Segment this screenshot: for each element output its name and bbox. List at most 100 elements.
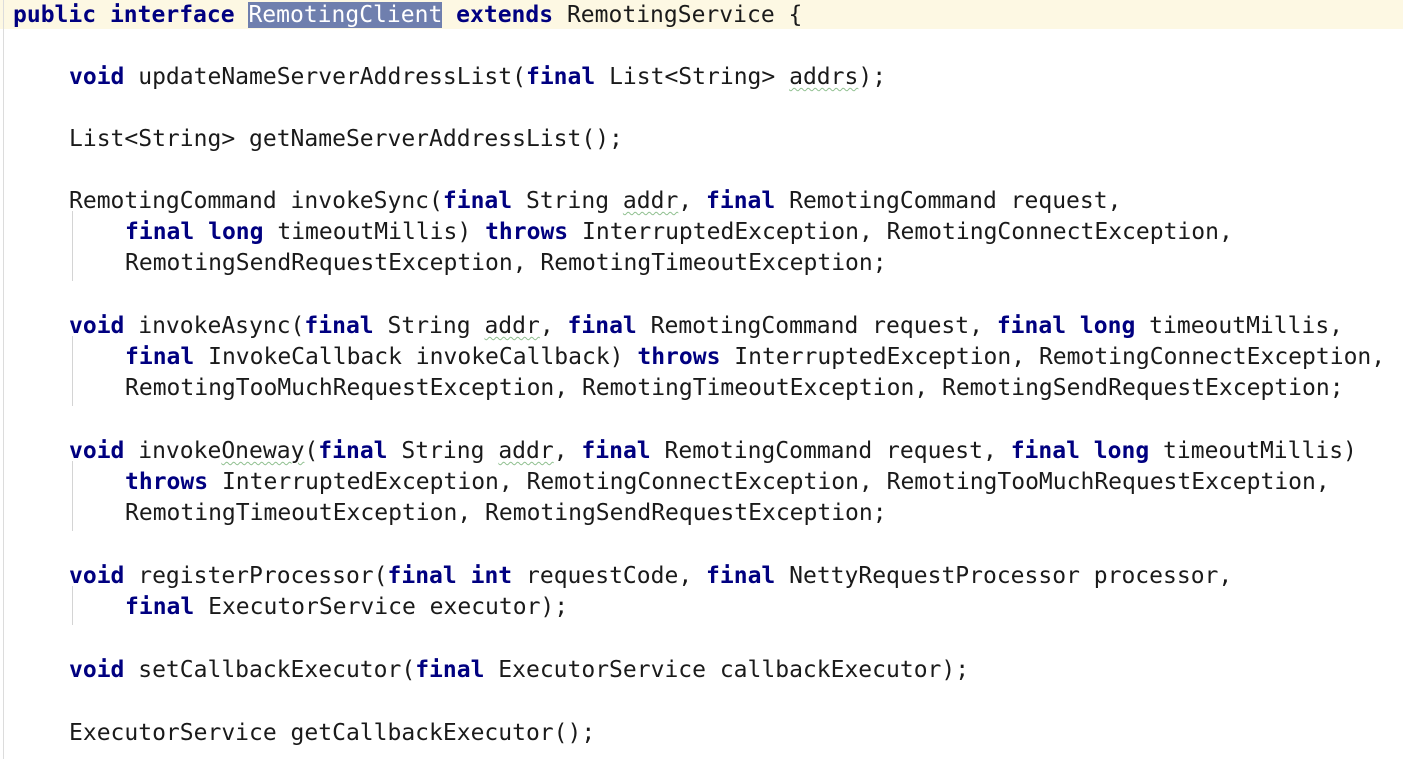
code-token: , (553, 438, 582, 464)
code-token: RemotingCommand invokeSync( (69, 188, 443, 214)
code-token: RemotingTooMuchRequestException, Remotin… (125, 375, 1344, 401)
code-token (235, 2, 249, 28)
keyword-token: void (69, 64, 125, 90)
code-token: invokeAsync( (124, 313, 305, 339)
code-token: timeoutMillis) (263, 219, 486, 245)
code-token: updateNameServerAddressList( (124, 64, 526, 90)
indent-guide (72, 586, 73, 625)
keyword-token: final (415, 657, 485, 683)
code-line[interactable]: void registerProcessor(final int request… (13, 561, 1232, 592)
code-line[interactable]: RemotingTooMuchRequestException, Remotin… (13, 373, 1344, 404)
code-token: ); (858, 64, 887, 90)
code-token: ExecutorService executor); (194, 594, 569, 620)
code-token: RemotingCommand request, (650, 438, 1011, 464)
keyword-token: public (13, 2, 97, 28)
keyword-token: void (69, 313, 125, 339)
keyword-token: final (125, 219, 195, 245)
code-line[interactable]: List<String> getNameServerAddressList(); (13, 124, 623, 155)
code-line[interactable]: final long timeoutMillis) throws Interru… (13, 217, 1233, 248)
keyword-token: throws (125, 469, 209, 495)
code-token: timeoutMillis) (1149, 438, 1357, 464)
code-token: NettyRequestProcessor processor, (775, 563, 1233, 589)
keyword-token: long (1093, 438, 1150, 464)
code-token: InvokeCallback invokeCallback) (194, 344, 638, 370)
code-line[interactable]: throws InterruptedException, RemotingCon… (13, 467, 1330, 498)
keyword-token: long (208, 219, 264, 245)
code-token (96, 2, 110, 28)
code-line[interactable]: final InvokeCallback invokeCallback) thr… (13, 342, 1385, 373)
spellcheck-flagged-token: Oneway (221, 438, 305, 464)
spellcheck-flagged-token: addr (498, 438, 554, 464)
selected-identifier[interactable]: RemotingClient (248, 2, 443, 28)
indent-guide (72, 336, 73, 406)
code-token: RemotingCommand request, (775, 188, 1122, 214)
spellcheck-flagged-token: addrs (789, 64, 859, 90)
keyword-token: interface (109, 2, 235, 28)
keyword-token: final (525, 64, 596, 90)
code-token: timeoutMillis, (1135, 313, 1344, 339)
code-token: InterruptedException, RemotingConnectExc… (568, 219, 1233, 245)
keyword-token: final (1010, 438, 1080, 464)
code-token: registerProcessor( (124, 563, 388, 589)
code-token: RemotingCommand request, (636, 313, 997, 339)
keyword-token: final (706, 563, 776, 589)
code-line[interactable]: void updateNameServerAddressList(final L… (13, 62, 886, 93)
keyword-token: throws (637, 344, 721, 370)
code-token: ExecutorService callbackExecutor); (484, 657, 970, 683)
keyword-token: long (1079, 313, 1136, 339)
keyword-token: final (567, 313, 637, 339)
code-line[interactable]: void setCallbackExecutor(final ExecutorS… (13, 655, 969, 686)
code-token (442, 2, 456, 28)
code-token: String (512, 188, 623, 214)
indent-guide (72, 461, 73, 531)
keyword-token: void (69, 438, 125, 464)
code-line[interactable]: RemotingTimeoutException, RemotingSendRe… (13, 498, 887, 529)
code-line[interactable]: ExecutorService getCallbackExecutor(); (13, 718, 595, 749)
keyword-token: final (387, 563, 457, 589)
current-line-highlight (0, 0, 1403, 29)
code-token: ( (304, 438, 319, 464)
code-token: , (678, 188, 706, 214)
spellcheck-flagged-token: addr (484, 313, 540, 339)
code-token: RemotingSendRequestException, RemotingTi… (125, 250, 887, 276)
code-line[interactable]: final ExecutorService executor); (13, 592, 568, 623)
code-token: requestCode, (512, 563, 707, 589)
code-line[interactable]: void invokeAsync(final String addr, fina… (13, 311, 1343, 342)
code-token: InterruptedException, RemotingConnectExc… (720, 344, 1386, 370)
keyword-token: final (996, 313, 1067, 339)
code-token: RemotingService { (553, 2, 803, 28)
code-token: String (373, 313, 485, 339)
code-token: InterruptedException, RemotingConnectExc… (208, 469, 1330, 495)
keyword-token: extends (456, 2, 554, 28)
code-token: , (539, 313, 568, 339)
keyword-token: final (125, 344, 195, 370)
keyword-token: final (581, 438, 651, 464)
code-token (1080, 438, 1094, 464)
indent-guide (72, 211, 73, 281)
code-token (194, 219, 208, 245)
keyword-token: final (304, 313, 374, 339)
code-line[interactable]: void invokeOneway(final String addr, fin… (13, 436, 1357, 467)
code-token: List<String> (595, 64, 790, 90)
keyword-token: final (706, 188, 776, 214)
code-token: RemotingTimeoutException, RemotingSendRe… (125, 500, 887, 526)
keyword-token: throws (485, 219, 569, 245)
gutter-separator-rule (3, 0, 4, 759)
spellcheck-flagged-token: addr (622, 188, 679, 214)
code-token (457, 563, 471, 589)
code-token: String (387, 438, 499, 464)
keyword-token: final (442, 188, 513, 214)
code-line[interactable]: public interface RemotingClient extends … (13, 0, 802, 31)
code-token (1066, 313, 1080, 339)
code-token: setCallbackExecutor( (124, 657, 416, 683)
code-token: invoke (124, 438, 222, 464)
keyword-token: final (125, 594, 195, 620)
code-line[interactable]: RemotingSendRequestException, RemotingTi… (13, 248, 887, 279)
code-line[interactable]: RemotingCommand invokeSync(final String … (13, 186, 1121, 217)
keyword-token: void (69, 563, 125, 589)
keyword-token: void (69, 657, 125, 683)
code-token: ExecutorService getCallbackExecutor(); (69, 720, 596, 746)
keyword-token: int (470, 563, 513, 589)
keyword-token: final (318, 438, 388, 464)
